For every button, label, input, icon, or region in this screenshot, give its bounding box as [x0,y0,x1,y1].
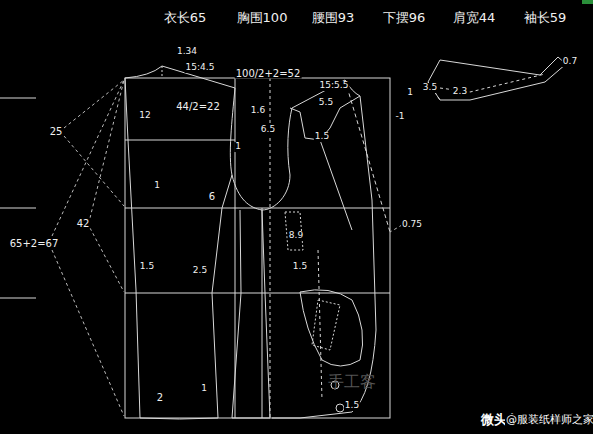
dimension-label: 6.5 [260,125,276,135]
dimension-label: 25 [49,126,64,137]
dimension-label: 1.5 [344,401,360,411]
dimension-label: 1 [200,384,208,394]
dimension-label: 1.5 [314,132,330,142]
dimension-leaders [52,80,402,416]
measurement-header: 袖长59 [523,11,568,25]
dimension-label: 8.9 [288,231,304,241]
dimension-label: 65+2=67 [9,238,60,249]
dimension-label: 2.3 [452,87,468,97]
watermark: @服装纸样师之家 [505,414,593,426]
dimension-label: -1 [395,112,406,122]
pattern-lines [0,57,566,419]
dimension-label: 1.6 [250,106,266,116]
dimension-label: 3.5 [422,83,438,93]
dimension-label: 15:4.5 [185,63,216,73]
corner-bar [582,0,593,4]
dimension-label: 6 [208,191,216,202]
dimension-label: 1.5 [139,262,155,272]
dimension-label: 44/2=22 [175,101,221,112]
dimension-label: 1 [406,88,414,98]
dimension-label: 1.5 [292,262,308,272]
measurement-header: 衣长65 [163,11,208,25]
dimension-label: 2 [156,392,164,403]
measurement-header: 肩宽44 [452,11,497,25]
dimension-label: 0.7 [562,57,578,67]
dimension-label: 100/2+2=52 [235,68,302,79]
watermark: 手工客 [327,373,377,391]
dimension-label: 15:5.5 [319,81,350,91]
dimension-label: 1 [153,181,161,191]
dimension-label: 5.5 [318,98,334,108]
measurement-header: 腰围93 [311,11,356,25]
dimension-label: 12 [138,111,151,121]
measurement-header: 下摆96 [382,11,427,25]
dimension-label: 1 [234,142,242,152]
dimension-label: 2.5 [192,266,208,276]
dimension-label: 42 [76,218,91,229]
dimension-label: 0.75 [401,220,423,230]
dimension-label: 1.34 [176,47,198,57]
measurement-header: 胸围100 [236,11,289,25]
